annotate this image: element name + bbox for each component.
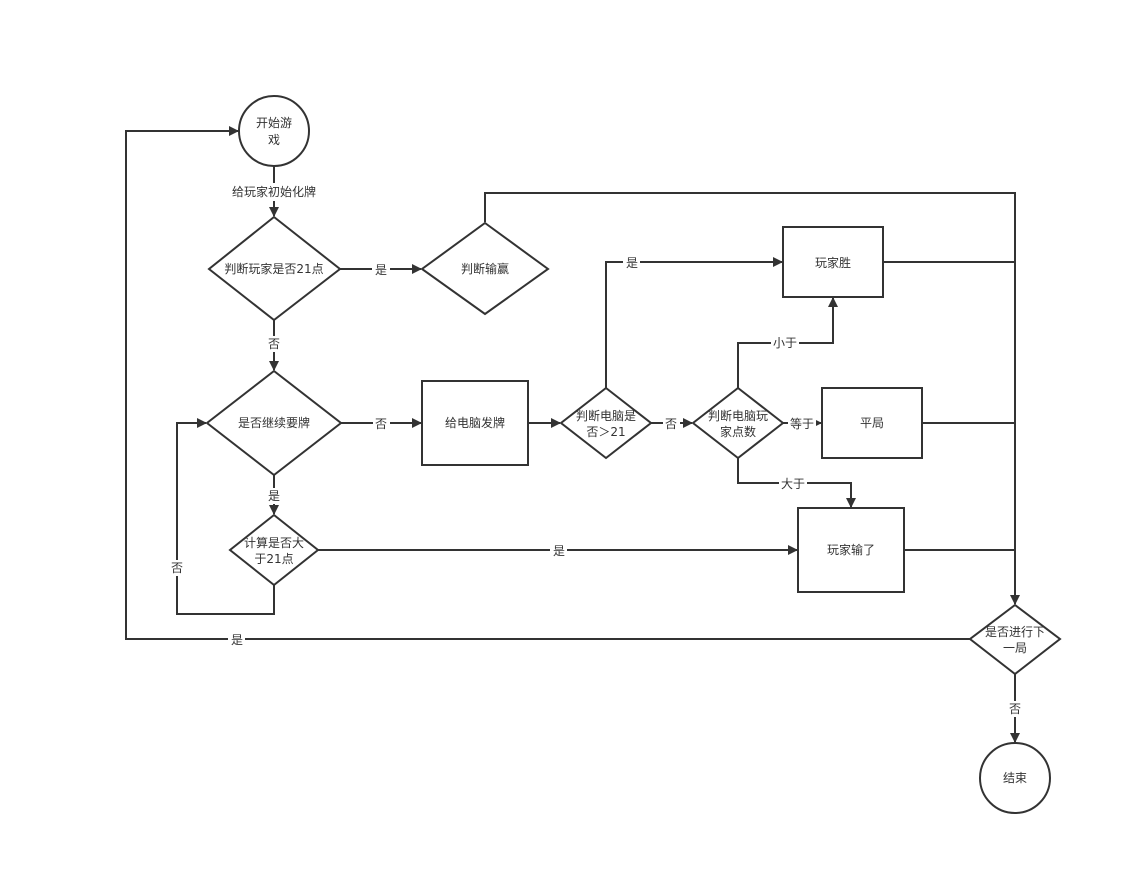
node-judge-win-lose: 判断输赢 bbox=[420, 221, 550, 316]
edge-label-next-yes: 是 bbox=[231, 633, 243, 647]
node-next-round: 是否进行下 一局 bbox=[968, 603, 1062, 676]
node-computer-draw: 给电脑发牌 bbox=[421, 380, 529, 466]
edge-next-yes bbox=[125, 126, 970, 640]
node-player-wins: 玩家胜 bbox=[782, 226, 884, 298]
node-end-label: 结束 bbox=[1003, 771, 1027, 785]
node-check-over-21-line2: 于21点 bbox=[254, 552, 293, 566]
edge-label-compare-equal: 等于 bbox=[790, 417, 814, 431]
edge-label-compare-greater: 大于 bbox=[781, 477, 805, 491]
node-judge-win-lose-label: 判断输赢 bbox=[461, 261, 509, 276]
node-continue-draw-label: 是否继续要牌 bbox=[238, 416, 310, 430]
node-computer-draw-label: 给电脑发牌 bbox=[445, 415, 505, 430]
node-player-loses: 玩家输了 bbox=[797, 507, 905, 593]
edge-label-continue-no: 否 bbox=[375, 417, 387, 431]
edge-over21-no bbox=[176, 418, 275, 615]
edge-label-continue-yes: 是 bbox=[268, 489, 280, 503]
node-next-round-line1: 是否进行下 bbox=[985, 625, 1045, 639]
node-check-player-21-label: 判断玩家是否21点 bbox=[224, 261, 323, 276]
node-compare-points-line2: 家点数 bbox=[720, 424, 756, 439]
edge-labels: 给玩家初始化牌 是 否 否 是 是 否 小于 等于 大于 是 否 是 否 bbox=[168, 183, 1023, 717]
node-draw-game: 平局 bbox=[821, 387, 923, 459]
edge-label-computer21-yes: 是 bbox=[626, 256, 638, 270]
node-draw-game-label: 平局 bbox=[860, 416, 884, 430]
node-end: 结束 bbox=[979, 742, 1051, 814]
node-player-wins-label: 玩家胜 bbox=[815, 255, 851, 270]
edge-computer21-yes bbox=[605, 257, 783, 388]
edge-label-player21-no: 否 bbox=[268, 337, 280, 351]
node-check-player-21: 判断玩家是否21点 bbox=[207, 215, 342, 322]
node-check-computer-21-line1: 判断电脑是 bbox=[576, 408, 636, 423]
node-check-computer-21: 判断电脑是 否＞21 bbox=[559, 386, 653, 460]
edge-label-over21-no: 否 bbox=[171, 561, 183, 575]
edge-judge-to-next bbox=[484, 192, 1020, 605]
node-check-over-21-line1: 计算是否大 bbox=[244, 535, 304, 550]
node-player-loses-label: 玩家输了 bbox=[827, 542, 875, 557]
node-check-computer-21-line2: 否＞21 bbox=[586, 425, 625, 439]
node-next-round-line2: 一局 bbox=[1003, 641, 1027, 655]
edge-label-init-cards: 给玩家初始化牌 bbox=[232, 184, 316, 199]
edge-label-compare-less: 小于 bbox=[773, 336, 797, 350]
edge-label-player21-yes: 是 bbox=[375, 263, 387, 277]
edge-label-next-no: 否 bbox=[1009, 702, 1021, 716]
node-continue-draw: 是否继续要牌 bbox=[205, 369, 343, 477]
edge-label-computer21-no: 否 bbox=[665, 417, 677, 431]
node-check-over-21: 计算是否大 于21点 bbox=[228, 513, 320, 587]
node-start: 开始游 戏 bbox=[238, 95, 310, 167]
node-compare-points: 判断电脑玩 家点数 bbox=[691, 386, 785, 460]
node-start-line2: 戏 bbox=[268, 133, 280, 147]
edge-label-over21-yes: 是 bbox=[553, 544, 565, 558]
node-compare-points-line1: 判断电脑玩 bbox=[708, 408, 768, 423]
node-start-line1: 开始游 bbox=[256, 116, 292, 130]
